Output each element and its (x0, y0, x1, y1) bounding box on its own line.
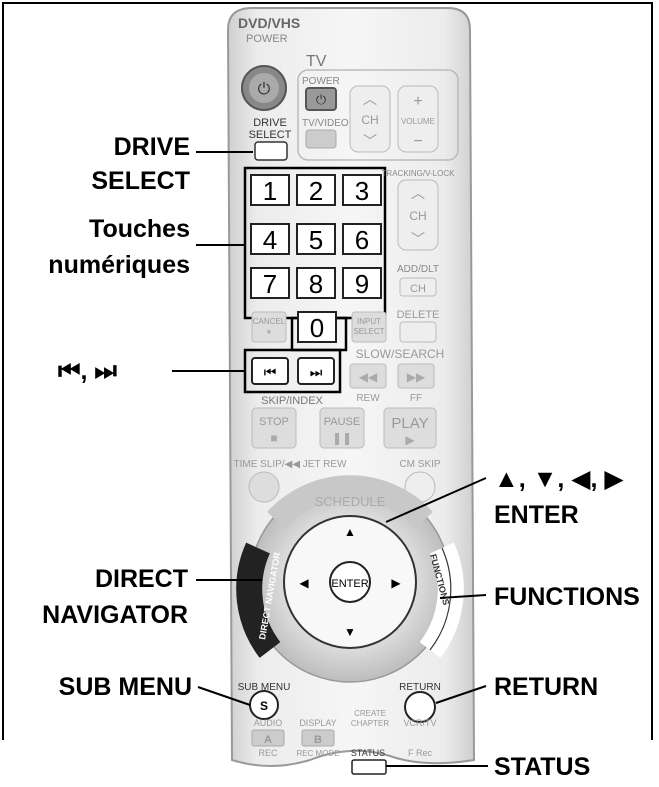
key-6: 6 (355, 225, 369, 255)
dvd-vhs-label: DVD/VHS (238, 15, 300, 31)
tv-video-label: TV/VIDEO (302, 118, 349, 129)
ch-label-2: CH (409, 209, 426, 223)
sub-menu-label: SUB MENU (238, 682, 291, 693)
play-icon: ▶ (405, 433, 415, 447)
key-8: 8 (309, 269, 323, 299)
a-key-label: A (264, 734, 272, 746)
key-4: 4 (263, 225, 277, 255)
callout-direct-1: DIRECT (94, 565, 188, 593)
skip-index-label: SKIP/INDEX (261, 395, 323, 407)
volume-minus-icon: − (413, 133, 422, 150)
display-label: DISPLAY (299, 718, 336, 728)
callout-drive-select-2: SELECT (91, 167, 190, 195)
arrow-down-icon: ▼ (344, 625, 356, 639)
callout-enter: ENTER (494, 501, 579, 529)
pause-icon: ❚❚ (332, 431, 352, 445)
ch2-up-icon: ︿ (411, 185, 425, 201)
drive-select-label-1: DRIVE (253, 117, 287, 129)
slow-search-label: SLOW/SEARCH (356, 347, 445, 361)
tracking-label: TRACKING/V-LOCK (382, 169, 456, 178)
tv-power-icon: ⏻ (316, 92, 326, 107)
key-0: 0 (310, 313, 324, 343)
create-chapter-label-2: CHAPTER (351, 719, 389, 728)
ch-up-icon: ︿ (363, 91, 377, 107)
volume-label: VOLUME (401, 117, 435, 126)
b-key-label: B (314, 734, 322, 746)
callout-skip: ⏮, ⏭ (58, 357, 117, 385)
key-1: 1 (263, 176, 277, 206)
callout-direct-2: NAVIGATOR (42, 601, 188, 629)
callout-functions: FUNCTIONS (494, 583, 640, 611)
ch-down-icon: ﹀ (363, 133, 377, 149)
drive-select-button (254, 141, 288, 161)
create-chapter-label-1: CREATE (354, 709, 386, 718)
rew-icon: ◀◀ (359, 370, 378, 384)
input-select-label-2: SELECT (353, 327, 384, 336)
pause-label: PAUSE (324, 416, 360, 428)
volume-plus-icon: + (413, 93, 422, 110)
ch2-down-icon: ﹀ (411, 231, 425, 247)
callout-touches-2: numériques (48, 251, 190, 279)
rec-label: REC (258, 748, 278, 758)
arrow-left-icon: ◀ (299, 576, 309, 590)
rew-label: REW (356, 393, 380, 404)
return-label: RETURN (399, 682, 441, 693)
stop-label: STOP (259, 416, 289, 428)
stop-icon: ■ (270, 431, 277, 445)
key-2: 2 (309, 176, 323, 206)
power-icon: ⏻ (258, 81, 271, 98)
delete-label: DELETE (397, 309, 440, 321)
callout-status: STATUS (494, 753, 591, 781)
cancel-label: CANCEL (253, 317, 286, 326)
s-key-label: S (260, 699, 268, 713)
key-3: 3 (355, 176, 369, 206)
add-dlt-label: ADD/DLT (397, 264, 439, 275)
play-label: PLAY (391, 415, 428, 432)
callout-return: RETURN (494, 673, 599, 701)
callout-touches-1: Touches (89, 215, 190, 243)
arrow-up-icon: ▲ (344, 525, 356, 539)
cm-skip-label: CM SKIP (399, 459, 440, 470)
key-7: 7 (263, 269, 277, 299)
vcr-tv-label: VCR/TV (403, 718, 436, 728)
callout-drive-select-1: DRIVE (113, 133, 190, 161)
tv-label: TV (306, 53, 327, 70)
numeric-keypad: 1 2 3 4 5 6 7 8 9 0 (250, 174, 382, 343)
ff-label: FF (410, 393, 422, 404)
input-select-label-1: INPUT (357, 317, 381, 326)
ff-icon: ▶▶ (407, 370, 426, 384)
time-slip-label: TIME SLIP/◀◀ JET REW (234, 459, 348, 470)
f-rec-label: F Rec (408, 748, 433, 758)
tv-power-label: POWER (302, 76, 340, 87)
add-dlt-ch-label: CH (410, 283, 426, 295)
enter-button-label: ENTER (331, 578, 368, 590)
arrow-right-icon: ▶ (391, 576, 401, 590)
callout-lines (172, 151, 488, 767)
callout-arrows: ▲, ▼, ◀, ▶ (494, 465, 624, 493)
drive-select-label-2: SELECT (249, 129, 292, 141)
rec-mode-label: REC MODE (296, 749, 339, 758)
audio-label: AUDIO (254, 718, 283, 728)
dvd-power-label: POWER (246, 33, 288, 45)
status-label: STATUS (351, 748, 385, 758)
key-5: 5 (309, 225, 323, 255)
skip-forward-icon: ⏭ (310, 364, 323, 380)
callout-sub-menu: SUB MENU (58, 673, 192, 701)
key-9: 9 (355, 269, 369, 299)
skip-back-icon: ⏮ (264, 364, 277, 380)
star-icon: * (267, 327, 272, 341)
status-button (351, 759, 387, 775)
schedule-label: SCHEDULE (315, 494, 386, 509)
tv-ch-label: CH (361, 113, 378, 127)
